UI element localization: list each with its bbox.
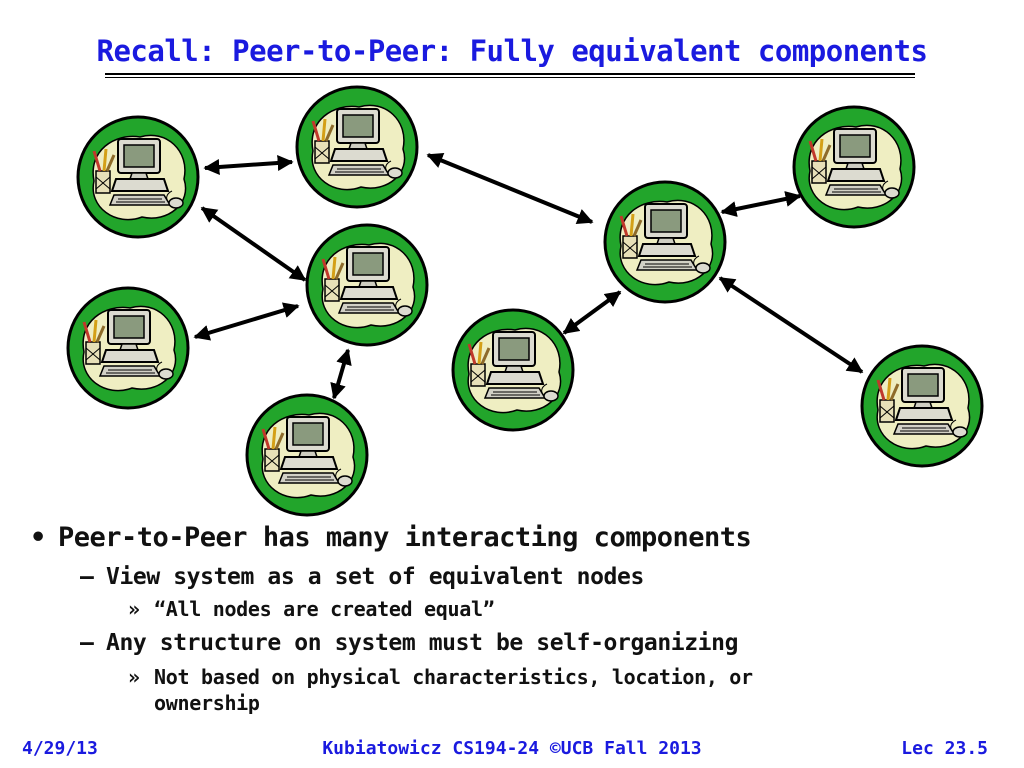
peer-node [66,286,190,410]
bullet-marker: » [128,597,140,621]
peer-node [295,85,419,209]
footer-course: Kubiatowicz CS194-24 ©UCB Fall 2013 [322,738,702,759]
bullet-text: Peer-to-Peer has many interacting compon… [58,522,752,553]
link [720,191,802,217]
peer-node [860,344,984,468]
p2p-network-diagram [66,85,984,517]
link [330,348,352,400]
bullet-text: View system as a set of equivalent nodes [106,564,644,590]
peer-node [305,223,429,347]
bullet-level2: – View system as a set of equivalent nod… [80,564,644,590]
bullet-level3: » “All nodes are created equal” [128,596,495,622]
bullet-continuation: ownership [154,691,260,715]
title-underline [105,73,915,75]
slide-title: Recall: Peer-to-Peer: Fully equivalent c… [96,34,928,68]
link [426,153,594,224]
link [200,206,307,282]
link [718,276,864,374]
link [193,302,300,341]
footer-date: 4/29/13 [22,738,98,759]
bullet-marker: – [80,630,94,656]
bullet-marker: – [80,564,94,590]
link [562,290,622,335]
footer-lecture: Lec 23.5 [901,738,988,759]
bullet-marker: • [30,522,46,553]
network-links [193,153,864,400]
bullet-level3: » Not based on physical characteristics,… [128,664,753,690]
peer-node [451,308,575,432]
bullet-text: Not based on physical characteristics, l… [154,665,753,689]
bullet-level2: – Any structure on system must be self-o… [80,630,738,656]
peer-node [76,115,200,239]
peer-node [792,105,916,229]
bullet-text: “All nodes are created equal” [154,597,495,621]
peer-node [603,180,727,304]
bullet-text: Any structure on system must be self-org… [106,630,739,656]
bullet-marker: » [128,665,140,689]
title-underline-thin [105,77,915,78]
link [203,155,294,175]
peer-node [245,393,369,517]
